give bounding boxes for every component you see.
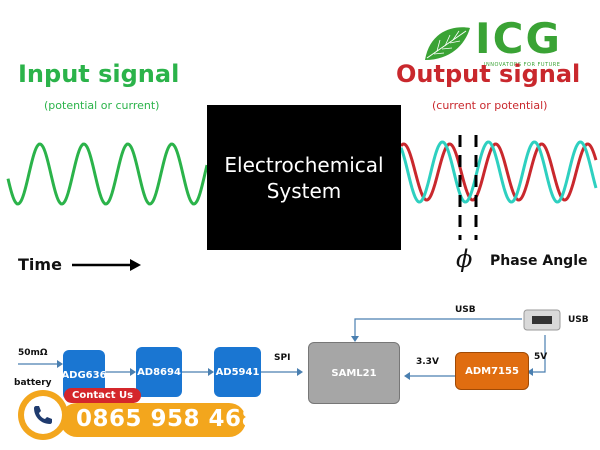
logo-text: ICG [475,14,562,63]
contact-us-badge[interactable]: Contact Us [64,388,142,403]
output-signal-subtitle: (current or potential) [432,99,548,112]
block-ad5941: AD5941 [214,347,261,397]
phase-symbol: ϕ [456,245,473,273]
phase-angle-label: Phase Angle [490,253,588,269]
block-saml21: SAML21 [308,342,400,404]
leaf-icon [425,27,470,60]
v33-label: 3.3V [416,357,439,367]
phone-icon [34,406,52,424]
usb-top-label: USB [455,305,476,315]
output-signal-title: Output signal [396,60,581,88]
time-label: Time [18,255,62,274]
circuit-arrowheads [57,336,533,380]
block-adm7155: ADM7155 [455,352,529,390]
time-arrowhead [130,259,141,271]
usb-port-label: USB [568,315,589,325]
electrochemical-system-box: Electrochemical System [207,105,401,250]
output-wave-red [399,142,598,202]
resistor-label: 50mΩ [18,348,48,358]
usb-port-icon [523,309,561,331]
circuit-wires [18,318,546,377]
block-ad8694: AD8694 [136,347,182,397]
input-signal-subtitle: (potential or current) [44,99,160,112]
battery-label: battery [14,378,52,388]
input-wave [6,142,209,206]
spi-label: SPI [274,353,291,363]
output-wave-cyan [399,140,598,204]
phone-button[interactable] [18,390,68,440]
phone-pill[interactable] [60,403,246,437]
phone-number[interactable]: 0865 958 468 [76,406,259,432]
system-label-line1: Electrochemical [224,152,384,177]
v5-label: 5V [534,352,548,362]
logo-tagline: INNOVATORS FOR FUTURE [484,62,561,68]
input-signal-title: Input signal [18,60,180,88]
system-label-line2: System [266,178,342,203]
